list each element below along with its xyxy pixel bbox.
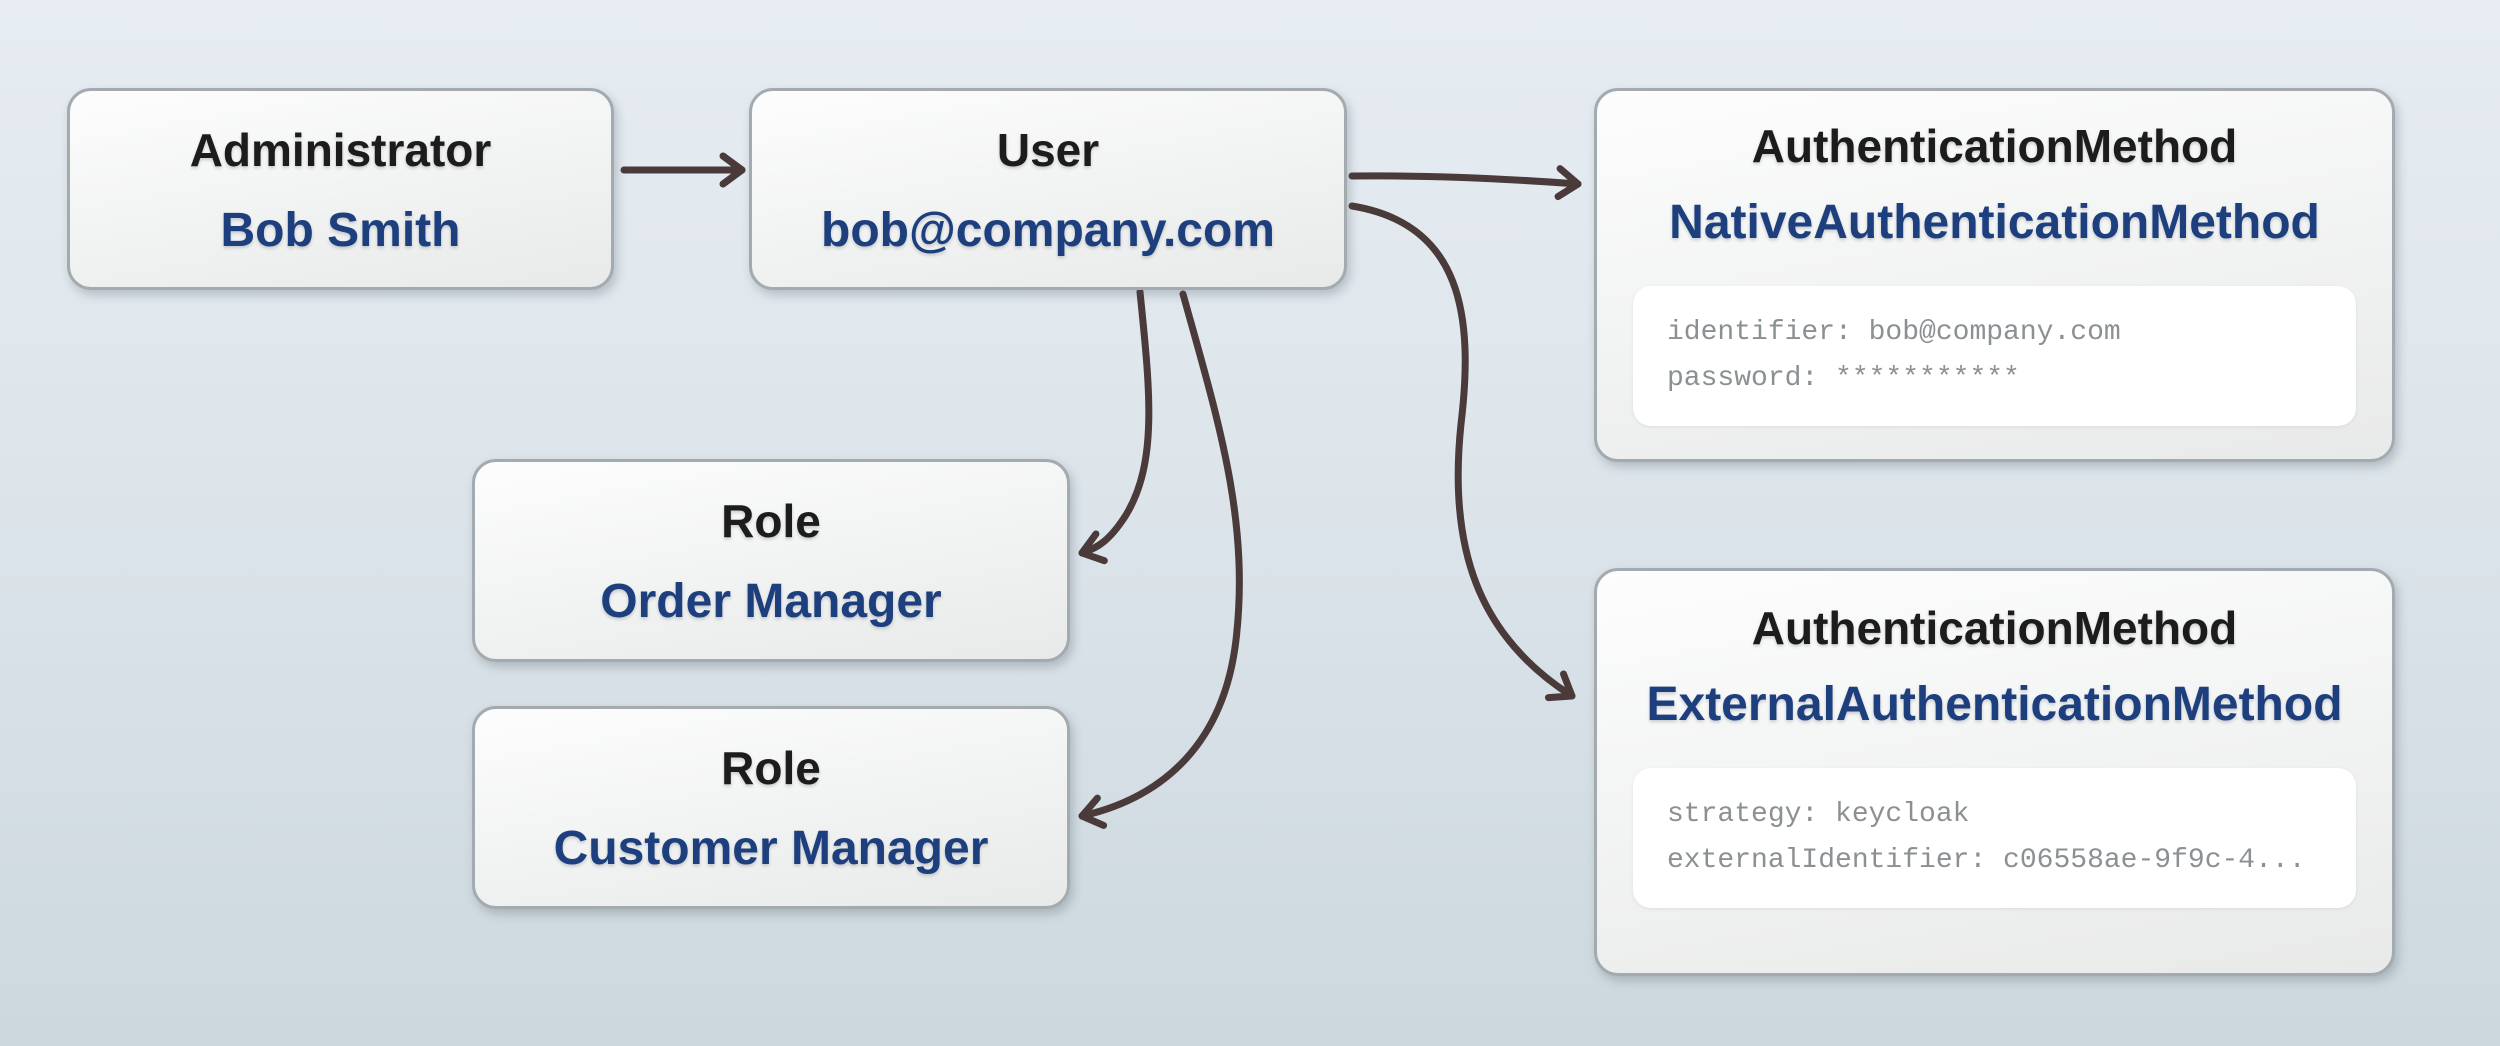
code-block: identifier: bob@company.com password: **… bbox=[1633, 286, 2356, 426]
node-name-label: Order Manager bbox=[600, 575, 942, 628]
node-type-label: User bbox=[996, 124, 1100, 176]
node-name-label: NativeAuthenticationMethod bbox=[1669, 196, 2320, 249]
node-type-label: Administrator bbox=[189, 124, 492, 176]
code-line-identifier: identifier: bob@company.com bbox=[1667, 317, 2121, 348]
node-external-authentication-method: AuthenticationMethod ExternalAuthenticat… bbox=[1594, 568, 2395, 976]
node-type-label: AuthenticationMethod bbox=[1751, 120, 2238, 172]
node-name-label: Customer Manager bbox=[553, 822, 989, 875]
node-administrator: Administrator Bob Smith bbox=[67, 88, 614, 290]
node-type-label: Role bbox=[721, 742, 821, 794]
edge-user-to-native-auth bbox=[1348, 165, 1582, 201]
edge-user-to-external-auth bbox=[1348, 202, 1576, 702]
code-line-strategy: strategy: keycloak bbox=[1667, 799, 1970, 830]
code-line-external-identifier: externalIdentifier: c06558ae-9f9c-4... bbox=[1667, 845, 2306, 876]
node-type-label: AuthenticationMethod bbox=[1751, 602, 2238, 654]
node-role-customer-manager: Role Customer Manager bbox=[472, 706, 1070, 909]
node-user: User bob@company.com bbox=[749, 88, 1347, 290]
node-name-label: ExternalAuthenticationMethod bbox=[1646, 678, 2343, 731]
node-type-label: Role bbox=[721, 495, 821, 547]
node-name-label: bob@company.com bbox=[821, 204, 1275, 257]
node-native-authentication-method: AuthenticationMethod NativeAuthenticatio… bbox=[1594, 88, 2395, 462]
edge-user-to-role-order bbox=[1078, 288, 1153, 565]
node-name-label: Bob Smith bbox=[220, 204, 461, 257]
edge-user-to-role-customer bbox=[1078, 290, 1243, 829]
node-role-order-manager: Role Order Manager bbox=[472, 459, 1070, 662]
code-block: strategy: keycloak externalIdentifier: c… bbox=[1633, 768, 2356, 908]
code-line-password: password: *********** bbox=[1667, 363, 2020, 394]
